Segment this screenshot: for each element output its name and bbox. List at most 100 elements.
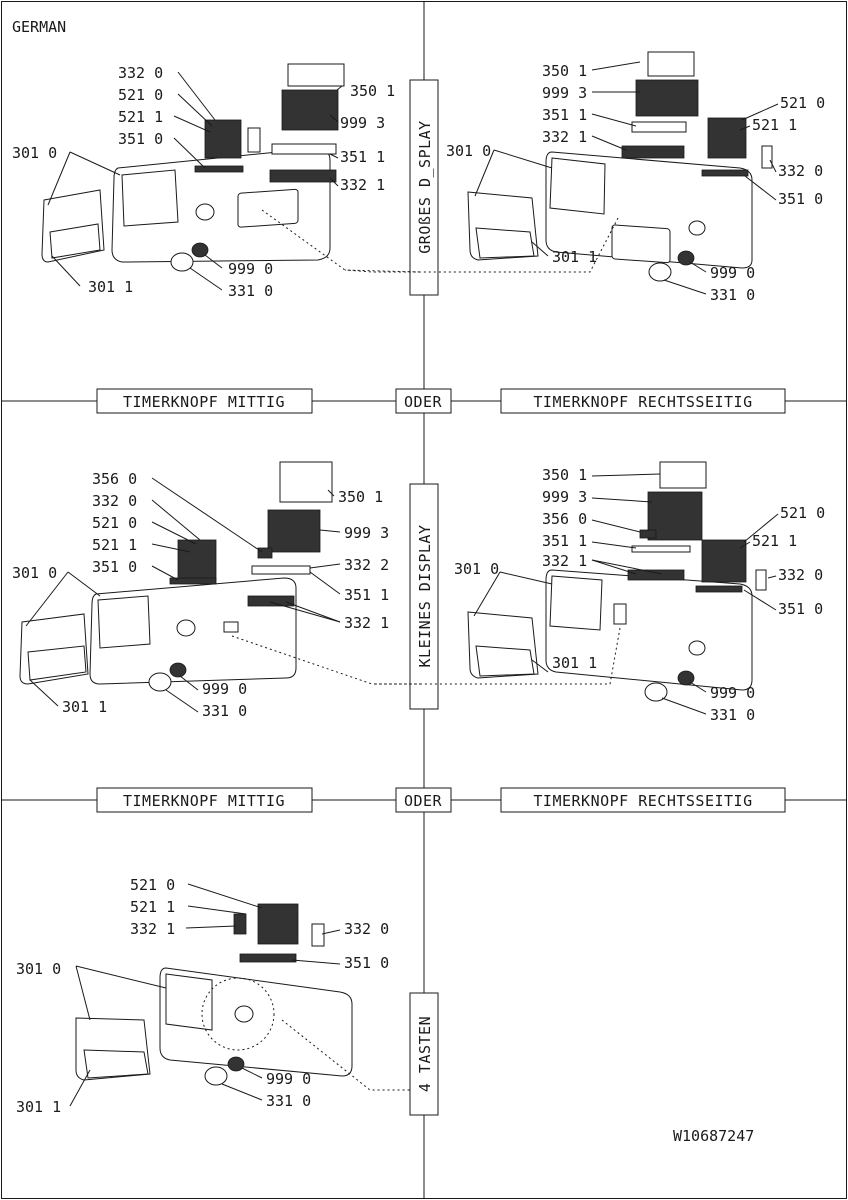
timer-knob bbox=[170, 252, 194, 272]
part-label-332-0: 332 0 bbox=[92, 492, 137, 510]
leader-line bbox=[744, 175, 777, 201]
knob-shaft-332-1 bbox=[233, 913, 247, 935]
dotted-guide bbox=[344, 217, 619, 273]
part-label-351-1: 351 1 bbox=[542, 106, 587, 124]
leader-line bbox=[591, 541, 637, 549]
separator-box-timer-mittig-2 bbox=[96, 787, 313, 813]
variant-box-tasten bbox=[409, 992, 439, 1116]
timer-knob bbox=[644, 682, 668, 702]
display-housing-999 bbox=[635, 79, 699, 117]
leader-line bbox=[177, 93, 213, 127]
variant-box-klein bbox=[409, 483, 439, 710]
variant-label-gross: GROßES D_SPLAY bbox=[416, 120, 434, 253]
part-label-301-1: 301 1 bbox=[552, 248, 597, 266]
leader-line bbox=[69, 151, 121, 176]
part-label-331-0: 331 0 bbox=[710, 286, 755, 304]
leader-line bbox=[151, 477, 263, 553]
part-label-356-0: 356 0 bbox=[542, 510, 587, 528]
leader-line bbox=[321, 929, 341, 935]
part-label-350-1: 350 1 bbox=[338, 488, 383, 506]
part-label-999-0: 999 0 bbox=[710, 684, 755, 702]
leader-line bbox=[336, 85, 343, 91]
part-label-999-0: 999 0 bbox=[228, 260, 273, 278]
knob-adapter bbox=[227, 1056, 245, 1072]
button-strip-332-1 bbox=[247, 595, 295, 607]
leader-line bbox=[309, 563, 341, 569]
display-board-350 bbox=[279, 461, 333, 503]
leader-line bbox=[151, 543, 191, 553]
part-label-350-1: 350 1 bbox=[542, 62, 587, 80]
leader-line bbox=[221, 1083, 263, 1101]
separator-label-oder-1: ODER bbox=[404, 393, 443, 411]
separator-box-timer-mittig-1 bbox=[96, 388, 313, 414]
part-label-999-3: 999 3 bbox=[542, 84, 587, 102]
leader-line bbox=[29, 679, 59, 707]
leader-line bbox=[741, 103, 779, 121]
display-housing-999 bbox=[267, 509, 321, 553]
small-display-356 bbox=[639, 529, 657, 539]
leader-line bbox=[177, 71, 216, 121]
leader-line bbox=[285, 601, 341, 623]
separator-label-timer-rechts-2: TIMERKNOPF RECHTSSEITIG bbox=[533, 792, 752, 810]
leader-line bbox=[185, 925, 237, 929]
leader-line bbox=[329, 153, 339, 159]
part-label-350-1: 350 1 bbox=[350, 82, 395, 100]
leader-line bbox=[591, 559, 637, 575]
part-label-521-1: 521 1 bbox=[130, 898, 175, 916]
control-module-521 bbox=[177, 539, 217, 581]
leader-line bbox=[67, 571, 101, 597]
leader-line bbox=[689, 681, 707, 693]
control-module-521 bbox=[701, 539, 747, 583]
leader-line bbox=[769, 159, 777, 173]
separator-box-timer-rechts-2 bbox=[500, 787, 786, 813]
separator-box-timer-rechts-1 bbox=[500, 388, 786, 414]
button-strip-332-1 bbox=[269, 169, 337, 183]
timer-knob bbox=[204, 1066, 228, 1086]
leader-line bbox=[151, 521, 197, 545]
light-guide-351-1 bbox=[631, 121, 687, 133]
part-label-332-1: 332 1 bbox=[542, 128, 587, 146]
part-label-301-1: 301 1 bbox=[552, 654, 597, 672]
part-label-521-1: 521 1 bbox=[752, 116, 797, 134]
assembly-large-display-center: 332 0 521 0 521 1 351 0 301 0 301 1 999 … bbox=[12, 63, 421, 300]
dotted-guide bbox=[372, 627, 621, 685]
leader-line bbox=[329, 114, 339, 123]
leader-line bbox=[151, 565, 179, 581]
leader-line bbox=[591, 113, 637, 127]
drawer-handle bbox=[27, 645, 87, 681]
leader-line bbox=[69, 1069, 91, 1107]
separator-label-timer-mittig-1: TIMERKNOPF MITTIG bbox=[123, 393, 285, 411]
assembly-small-display-center: 356 0 332 0 521 0 521 1 351 0 301 0 301 … bbox=[12, 461, 420, 720]
part-label-301-1: 301 1 bbox=[16, 1098, 61, 1116]
leader-line bbox=[743, 513, 779, 543]
part-label-301-1: 301 1 bbox=[88, 278, 133, 296]
button-strip-332-1 bbox=[627, 569, 685, 581]
light-guide-351-1 bbox=[271, 143, 337, 155]
control-module-521 bbox=[204, 119, 242, 159]
leader-line bbox=[473, 571, 501, 617]
knob-adapter bbox=[191, 242, 209, 258]
dispenser-opening bbox=[121, 169, 179, 227]
separator-box-oder-2 bbox=[395, 787, 452, 813]
variant-label-tasten: 4 TASTEN bbox=[416, 1016, 434, 1092]
separator-box-oder-1 bbox=[395, 388, 452, 414]
timer-knob-seat bbox=[688, 640, 706, 656]
variant-box-gross bbox=[409, 79, 439, 296]
light-guide-351-0 bbox=[239, 953, 297, 963]
leader-line bbox=[151, 499, 201, 541]
small-display-window bbox=[613, 603, 627, 625]
part-label-332-0: 332 0 bbox=[778, 566, 823, 584]
part-label-301-0: 301 0 bbox=[12, 144, 57, 162]
leader-line bbox=[47, 151, 71, 206]
leader-line bbox=[661, 697, 707, 715]
control-module-521 bbox=[257, 903, 299, 945]
leader-line bbox=[179, 675, 199, 691]
part-label-331-0: 331 0 bbox=[266, 1092, 311, 1110]
part-label-351-0: 351 0 bbox=[118, 130, 163, 148]
drawer-handle bbox=[49, 223, 101, 259]
variant-label-klein: KLEINES DISPLAY bbox=[416, 525, 434, 668]
part-label-999-0: 999 0 bbox=[202, 680, 247, 698]
assembly-small-display-right: 350 1 999 3 356 0 351 1 332 1 301 0 301 … bbox=[372, 461, 825, 724]
part-label-331-0: 331 0 bbox=[710, 706, 755, 724]
